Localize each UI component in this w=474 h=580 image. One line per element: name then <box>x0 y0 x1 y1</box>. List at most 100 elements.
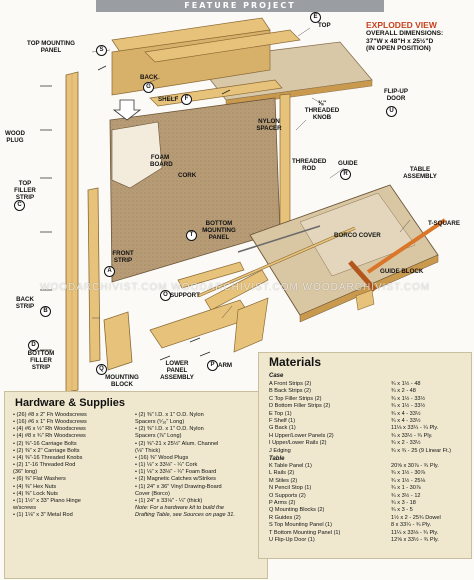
dims-line-2: 37"W x 48"H x 25½"D <box>366 37 434 45</box>
dims-line-1: OVERALL DIMENSIONS: <box>366 30 444 37</box>
hardware-column-2: • (2) ⅜" I.D. x 1" O.D. Nylon Spacers (⁵… <box>135 412 235 519</box>
mounting-block <box>103 311 133 371</box>
callout-g: G <box>143 82 154 93</box>
callout-u: U <box>386 106 397 117</box>
material-part: M Stiles (2) <box>269 477 298 484</box>
callout-d: D <box>28 340 39 351</box>
material-part: G Back (1) <box>269 425 296 432</box>
hardware-item: w/screws <box>13 505 36 512</box>
hardware-item: • (1) 1½" x 33" Piano Hinge <box>13 497 81 504</box>
materials-panel: Materials Case A Front Strips (2)¾ x 1½ … <box>258 352 472 559</box>
material-row: L Rails (2) ¾ x 1½ - 30⅞ <box>269 470 467 477</box>
material-part: L Rails (2) <box>269 470 295 477</box>
callout-e: E <box>310 12 321 23</box>
material-dimensions: ¾ x ¾ - 25 (9 Linear Ft.) <box>391 447 452 454</box>
material-part: N Pencil Stop (1) <box>269 485 312 492</box>
hardware-item: Note: For a hardware kit to build the <box>135 505 224 512</box>
hardware-item: (36" long) <box>13 469 38 476</box>
hardware-item: Cover (Borco) <box>135 490 170 497</box>
material-dimensions: 8 x 33¼ - ¾ Ply. <box>391 522 432 529</box>
label-borco-cover: BORCO COVER <box>334 232 381 239</box>
assembly-arrow <box>112 99 142 121</box>
material-dimensions: ¾ x 1½ - 30⅞ <box>391 470 426 477</box>
label-flip-up-door: FLIP-UP DOOR <box>383 88 409 102</box>
material-part: I Upper/Lower Rails (2) <box>269 440 327 447</box>
callout-o: O <box>160 290 171 301</box>
callout-b: B <box>40 306 51 317</box>
label-top-mounting-panel: TOP MOUNTING PANEL <box>27 40 75 54</box>
watermark: WOODARCHIVIST.COM WOODARCHIVIST.COM WOOD… <box>40 282 431 293</box>
material-row: K Table Panel (1)20⅝ x 30⅞ - ¾ Ply. <box>269 463 467 470</box>
material-row: I Upper/Lower Rails (2)¾ x 2 - 33½ <box>269 440 467 447</box>
material-dimensions: ¾ x 3 - 5 <box>391 507 413 514</box>
label-foam-board: FOAM BOARD <box>150 154 173 168</box>
material-dimensions: ¾ x 1 - 30⅞ <box>391 485 421 492</box>
callout-q: Q <box>96 364 107 375</box>
hardware-item: • (16) ⅜" Wood Plugs <box>135 454 189 461</box>
hardware-item: (⅛" Thick) <box>135 447 161 454</box>
label-cork: CORK <box>178 172 197 179</box>
label-top-filler-strip: TOP FILLER STRIP <box>14 180 36 201</box>
material-part: O Supports (2) <box>269 492 306 499</box>
label-support: SUPPORT <box>170 292 200 299</box>
overall-dimensions: OVERALL DIMENSIONS: 37"W x 48"H x 25½"D … <box>366 30 443 53</box>
material-part: R Guides (2) <box>269 514 301 521</box>
material-part: U Flip-Up Door (1) <box>269 537 315 543</box>
material-part: F Shelf (1) <box>269 418 296 424</box>
hardware-item: • (2) ⅜"-16 Carriage Bolts <box>13 440 77 447</box>
hardware-item: Spacers (⅞" Long) <box>135 433 182 440</box>
material-row: P Arms (2)¾ x 3 - 18 <box>269 500 467 507</box>
arm <box>204 269 269 311</box>
hardware-item: • (2) ⅝"-21 x 25½" Alum. Channel <box>135 440 219 447</box>
material-dimensions: ¾ x 1½ - 33½ <box>391 403 426 410</box>
label-back: BACK <box>140 74 158 81</box>
label-t-square: T-SQUARE <box>428 220 460 227</box>
material-dimensions: ¾ x 4 - 33½ <box>391 418 421 424</box>
material-row: J Edging ¾ x ¾ - 25 (9 Linear Ft.) <box>269 448 467 455</box>
material-part: A Front Strips (2) <box>269 381 312 387</box>
label-nylon-spacer: NYLON SPACER <box>256 118 282 132</box>
top-board <box>144 29 301 63</box>
callout-t: T <box>186 230 197 241</box>
material-row: C Top Filler Strips (2)¾ x 1½ - 33½ <box>269 396 467 403</box>
material-dimensions: 12⅝ x 33½ - ¾ Ply. <box>391 537 439 543</box>
guide-rod <box>237 225 321 253</box>
materials-case-heading: Case <box>269 373 284 379</box>
callout-r: R <box>340 169 351 180</box>
material-part: S Top Mounting Panel (1) <box>269 522 333 529</box>
callout-s: S <box>96 45 107 56</box>
hardware-item: • (2) ⅜" x 2" Carriage Bolts <box>13 447 80 454</box>
hardware-item: • (2) ⅜" I.D. x 1" O.D. Nylon <box>135 426 204 433</box>
material-part: C Top Filler Strips (2) <box>269 395 322 402</box>
material-part: Q Mounting Blocks (2) <box>269 507 325 514</box>
material-row: D Bottom Filler Strips (2)¾ x 1½ - 33½ <box>269 403 467 410</box>
hardware-item: • (1) ⅛" x 33⅛" - ¼" Foam Board <box>135 469 217 476</box>
hardware-supplies-panel: Hardware & Supplies • (26) #8 x 2" Fh Wo… <box>4 391 268 579</box>
label-table-assembly: TABLE ASSEMBLY <box>403 166 437 180</box>
material-row: T Bottom Mounting Panel (1)11¼ x 33⅛ - ¾… <box>269 530 467 537</box>
material-part: T Bottom Mounting Panel (1) <box>269 529 341 536</box>
callout-f: F <box>181 94 192 105</box>
material-row: S Top Mounting Panel (1) 8 x 33¼ - ¾ Ply. <box>269 522 467 529</box>
material-row: G Back (1)11⅛ x 33¼ - ¼ Ply. <box>269 425 467 432</box>
feature-banner: FEATURE PROJECT <box>96 0 384 12</box>
hardware-item: • (2) Magnetic Catches w/Strikes <box>135 476 216 483</box>
t-square-head <box>348 260 377 292</box>
callout-p: P <box>207 360 218 371</box>
label-front-strip: FRONT STRIP <box>112 250 134 264</box>
material-row: B Back Strips (2) ¾ x 2 - 48 <box>269 388 467 395</box>
label-lower-panel-assembly: LOWER PANEL ASSEMBLY <box>160 360 194 381</box>
label-shelf: SHELF <box>158 96 179 103</box>
material-part: J Edging <box>269 447 291 454</box>
material-row: N Pencil Stop (1) ¾ x 1 - 30⅞ <box>269 485 467 492</box>
label-mounting-block: MOUNTING BLOCK <box>105 374 139 388</box>
material-part: B Back Strips (2) <box>269 388 311 395</box>
label-top: TOP <box>318 22 331 29</box>
hardware-item: • (26) #8 x 2" Fh Woodscrews <box>13 412 87 418</box>
hardware-item: • (4) ⅜" Lock Nuts <box>13 490 58 497</box>
material-dimensions: ¾ x 2 - 48 <box>391 388 416 395</box>
dims-line-3: (IN OPEN POSITION) <box>366 45 431 52</box>
screws <box>40 65 231 361</box>
hardware-column-1: • (26) #8 x 2" Fh Woodscrews• (16) #6 x … <box>13 412 87 519</box>
